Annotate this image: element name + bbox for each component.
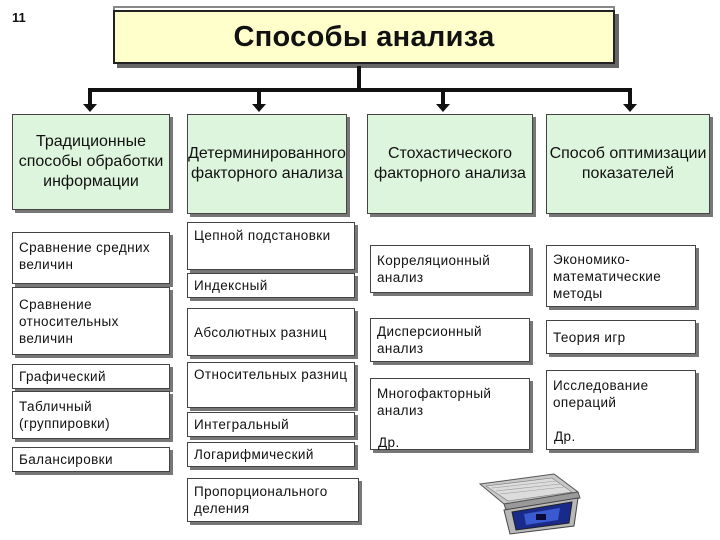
item-mnogofaktornyy: Многофакторный анализ	[370, 378, 530, 450]
item-graficheskiy: Графический	[12, 364, 170, 389]
connector-col-3	[441, 88, 445, 106]
arrowhead-col-3	[436, 104, 450, 112]
header-traditional: Традиционные способы обработки информаци…	[12, 114, 170, 210]
item-dr-col3: Др.	[378, 435, 400, 450]
header-optimization: Способ оптимизации показателей	[546, 114, 710, 214]
item-absolyutnyh: Абсолютных разниц	[187, 308, 355, 356]
slide-number: 11	[12, 10, 26, 25]
item-integralnyy: Интегральный	[187, 412, 355, 437]
item-dispersionnyy: Дисперсионный анализ	[370, 318, 530, 362]
item-tablichnyy: Табличный (группировки)	[12, 391, 170, 439]
arrowheads	[83, 104, 637, 112]
item-proportsionalnogo: Пропорционального деления	[187, 478, 359, 522]
item-dr-col4: Др.	[554, 429, 576, 444]
item-korrelyatsionnyy: Корреляционный анализ	[370, 245, 530, 293]
item-teoriya-igr: Теория игр	[546, 320, 696, 354]
item-otnositelnyh-raznits: Относительных разниц	[187, 362, 355, 408]
title-frame	[113, 6, 615, 10]
connector-col-4	[628, 88, 632, 106]
header-deterministic: Детерминированного факторного анализа	[187, 114, 347, 214]
arrowhead-col-1	[83, 104, 97, 112]
diagram-title: Способы анализа	[113, 10, 615, 64]
item-balansirovki: Балансировки	[12, 447, 170, 472]
item-issledovanie: Исследование операций	[546, 370, 696, 450]
arrowhead-col-4	[623, 104, 637, 112]
connector-bar	[88, 88, 632, 92]
item-indeksnyy: Индексный	[187, 273, 355, 298]
laptop-clipart	[478, 473, 581, 535]
item-ekonomiko: Экономико-математические методы	[546, 245, 696, 307]
connector-col-1	[88, 88, 92, 106]
header-stochastic: Стохастического факторного анализа	[367, 114, 533, 214]
item-logarifmicheskiy: Логарифмический	[187, 442, 355, 467]
connector-col-2	[257, 88, 261, 106]
item-tsepnoy: Цепной подстановки	[187, 222, 355, 270]
connector-trunk	[357, 66, 361, 90]
item-sravnenie-srednih: Сравнение средних величин	[12, 232, 170, 284]
arrowhead-col-2	[252, 104, 266, 112]
item-sravnenie-otnositelnyh: Сравнение относительных величин	[12, 287, 170, 355]
